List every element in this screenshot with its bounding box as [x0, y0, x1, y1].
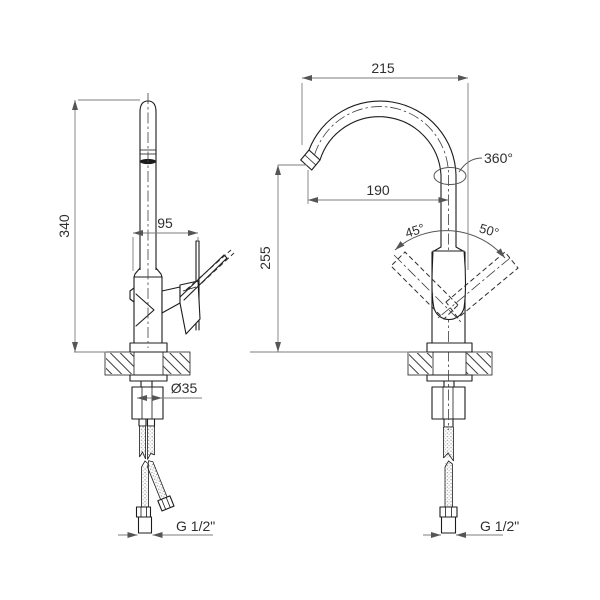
side-view: 340 95 Ø35 G 1/2" [56, 93, 235, 538]
swivel-angle-label: 360° [484, 150, 513, 166]
supply-hoses-side [135, 426, 175, 534]
shank-side [129, 374, 168, 427]
handle-side [161, 240, 235, 335]
dim-overall-width-label: 215 [371, 60, 395, 76]
handle-angle-arc [394, 230, 506, 259]
dim-spout-reach-label: 190 [366, 182, 390, 198]
handle-alt-position-side [185, 249, 235, 295]
gooseneck-spout [300, 100, 457, 430]
front-view-dimensions: 215 190 255 360° 45° 50° G 1/2" [250, 60, 519, 538]
dim-spout-height-label: 255 [257, 246, 273, 270]
dim-shank-diameter-label: Ø35 [171, 380, 198, 396]
shank-front [426, 374, 473, 428]
supply-hose-front [439, 427, 458, 534]
side-view-dimensions: 340 95 Ø35 G 1/2" [56, 99, 215, 538]
handle-angle-left-label: 45° [403, 220, 426, 240]
handle-front [390, 246, 519, 353]
front-view: 215 190 255 360° 45° 50° G 1/2" [250, 60, 519, 538]
mounting-deck-side [104, 351, 191, 376]
mounting-deck-front [407, 351, 493, 376]
handle-45-position [390, 251, 459, 320]
handle-50-position [445, 251, 519, 319]
dim-body-depth-label: 95 [157, 215, 173, 231]
handle-angle-right-label: 50° [478, 220, 501, 240]
spout-side [139, 93, 157, 348]
swivel-indicator [433, 157, 483, 185]
dim-thread-label-side: G 1/2" [176, 518, 215, 534]
angled-hose-side [146, 460, 175, 512]
dim-thread-label-front: G 1/2" [480, 518, 519, 534]
dim-height-label: 340 [56, 214, 72, 238]
